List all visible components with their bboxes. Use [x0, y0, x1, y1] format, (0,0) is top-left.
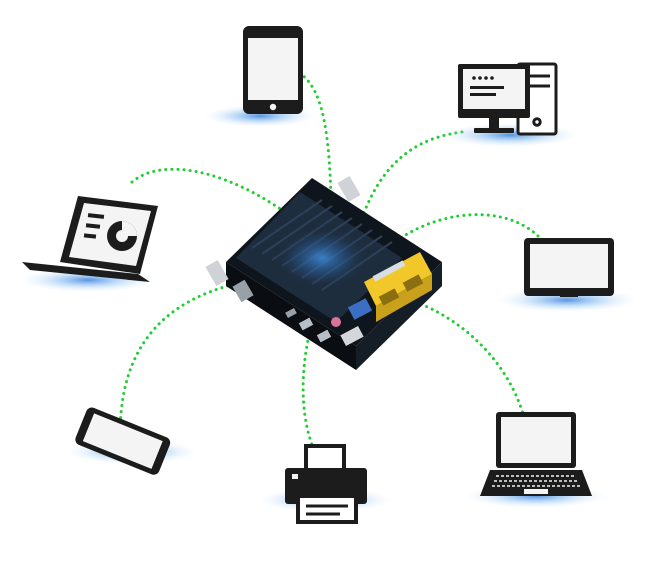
- desktop-computer-icon: [458, 62, 558, 136]
- printer-icon: [285, 444, 367, 524]
- ethernet-ports: [364, 252, 432, 322]
- glow-desktop: [442, 123, 578, 147]
- smartphone-icon: [75, 407, 171, 475]
- laptop-icon: [480, 412, 592, 496]
- monitor-icon: [524, 238, 614, 297]
- mini-pc-board-icon: [205, 175, 442, 370]
- laptop-chart-icon: [22, 196, 158, 282]
- tablet-icon: [243, 26, 303, 114]
- link-tablet: [280, 66, 334, 242]
- link-printer: [301, 338, 324, 468]
